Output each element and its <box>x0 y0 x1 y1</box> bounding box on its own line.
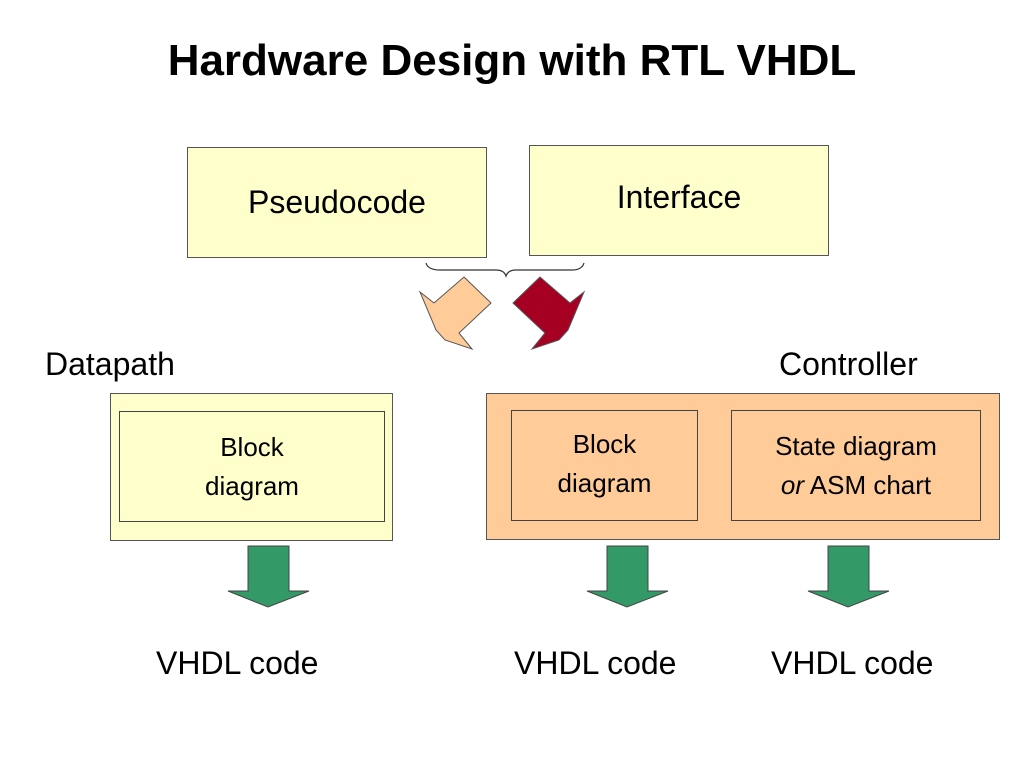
controller-block-line1: Block <box>572 428 637 459</box>
vhdl-code-datapath: VHDL code <box>156 645 319 681</box>
state-diagram-line2: or ASM chart <box>781 466 931 505</box>
vhdl-code-state-diagram: VHDL code <box>771 645 934 681</box>
peach-split-arrow-icon <box>418 276 492 351</box>
controller-label: Controller <box>779 346 918 382</box>
slide-title: Hardware Design with RTL VHDL <box>167 36 857 85</box>
asm-chart-text: ASM chart <box>803 469 932 500</box>
interface-label: Interface <box>616 179 742 215</box>
datapath-label: Datapath <box>45 346 175 382</box>
down-arrow-controller-block-icon <box>586 545 669 608</box>
pseudocode-label: Pseudocode <box>248 184 426 220</box>
controller-box: Block diagram State diagram or ASM chart <box>486 393 1000 540</box>
state-diagram-line1: State diagram <box>775 430 937 461</box>
state-diagram-box: State diagram or ASM chart <box>731 410 981 521</box>
controller-block-line2: diagram <box>557 467 652 498</box>
datapath-block-line2: diagram <box>205 470 299 501</box>
datapath-block-line1: Block <box>220 431 284 462</box>
pseudocode-box: Pseudocode <box>187 147 487 258</box>
red-split-arrow-icon <box>512 276 586 351</box>
down-arrow-state-diagram-icon <box>807 545 890 608</box>
or-italic-text: or <box>780 469 804 500</box>
controller-block-diagram-box: Block diagram <box>511 410 698 521</box>
datapath-box: Block diagram <box>110 393 393 541</box>
interface-box: Interface <box>529 145 829 256</box>
vhdl-code-controller-block: VHDL code <box>514 645 677 681</box>
down-arrow-datapath-icon <box>227 545 310 608</box>
datapath-block-diagram-box: Block diagram <box>119 411 385 522</box>
brace-icon <box>425 262 585 278</box>
